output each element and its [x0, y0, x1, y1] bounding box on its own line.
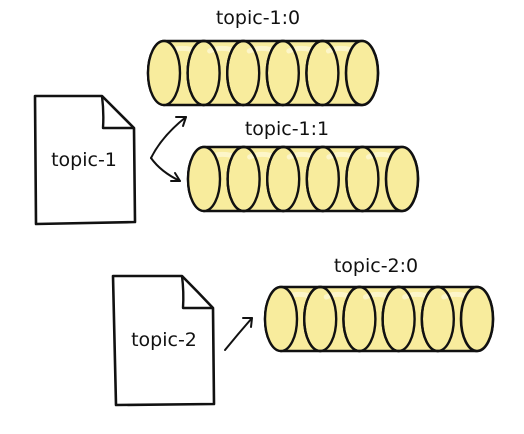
segment-seam	[265, 39, 300, 107]
partition-log	[146, 39, 380, 107]
segment-seam	[146, 39, 182, 107]
arrow-to-topic-1-0	[150, 116, 187, 159]
partition-topic-1-0: topic-1:0	[146, 7, 380, 107]
log-end-cap	[384, 145, 420, 213]
partition-log	[263, 285, 495, 353]
segment-seam	[305, 39, 340, 107]
document-fold	[100, 95, 134, 130]
log-end-cap	[344, 39, 380, 107]
partition-label: topic-1:1	[245, 118, 329, 140]
document-fold	[180, 275, 213, 310]
partition-label: topic-2:0	[334, 255, 418, 277]
arrow-head-topic-2-0	[242, 317, 253, 328]
segment-seam	[266, 145, 301, 213]
partition-topic-1-1: topic-1:1	[186, 118, 420, 213]
segment-seam	[263, 285, 299, 353]
arrow-to-topic-1-1	[150, 157, 181, 182]
topic-1-document: topic-1	[33, 94, 137, 226]
partition-log	[186, 145, 420, 213]
topic-2-document: topic-2	[111, 274, 216, 407]
log-end-cap	[459, 285, 495, 353]
segment-seam	[226, 145, 261, 213]
segment-seam	[225, 39, 261, 107]
topic-2-arrows	[224, 317, 253, 351]
segment-seam	[186, 145, 222, 213]
segment-seam	[345, 145, 380, 213]
partition-topic-2-0: topic-2:0	[263, 255, 495, 353]
topic-1-label: topic-1	[51, 149, 117, 171]
topic-1-arrows	[150, 116, 187, 182]
segment-seam	[342, 285, 377, 353]
partition-label: topic-1:0	[216, 7, 300, 29]
segment-seam	[305, 145, 340, 213]
segment-seam	[381, 285, 416, 353]
segment-seam	[420, 285, 455, 353]
segment-seam	[303, 285, 338, 353]
segment-seam	[186, 39, 221, 107]
arrow-to-topic-2-0	[224, 317, 253, 351]
topic-2-label: topic-2	[131, 329, 197, 351]
arrow-head-topic-1-0	[175, 116, 187, 127]
arrow-head-topic-1-1	[170, 172, 181, 182]
